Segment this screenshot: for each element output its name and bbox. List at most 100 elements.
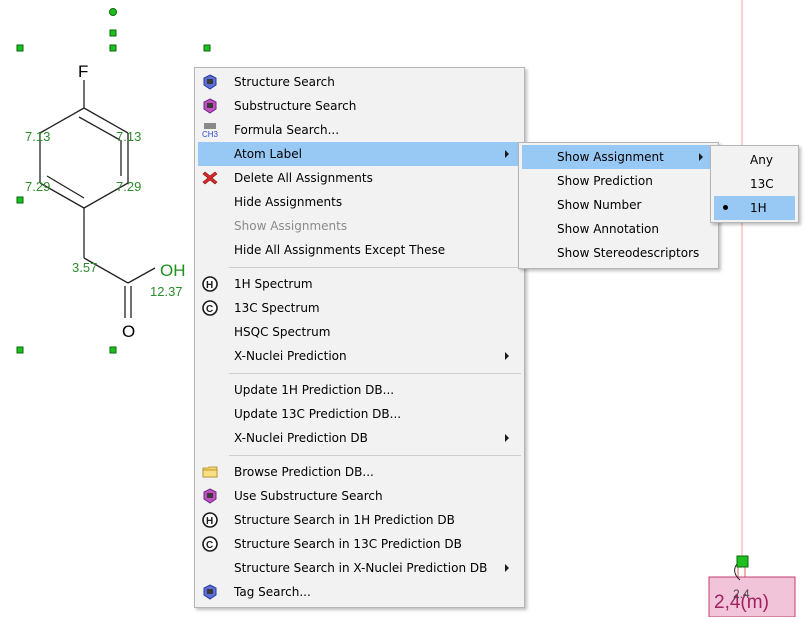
menu-item-browse-prediction-db[interactable]: Browse Prediction DB... [198,460,521,484]
menu-item-hide-all-except[interactable]: Hide All Assignments Except These [198,238,521,262]
svg-text:C: C [206,540,213,551]
menu-item-formula-search[interactable]: CH3 Formula Search... [198,118,521,142]
menu-item-label: Show Assignments [234,219,348,233]
context-menu: Structure Search Substructure Search CH3… [194,67,525,608]
submenu-arrow-icon [505,434,509,442]
c-nucleus-icon: C [202,536,218,552]
bond [78,116,121,141]
delete-assignments-icon [202,171,218,185]
menu-item-label: Structure Search [234,75,335,89]
menu-item-label: 13C [750,177,774,191]
svg-text:C: C [206,304,213,315]
peak-handle[interactable] [736,555,749,568]
menu-item-x-nuclei-prediction[interactable]: X-Nuclei Prediction [198,344,521,368]
menu-item-1h-spectrum[interactable]: H 1H Spectrum [198,272,521,296]
menu-item-label: Structure Search in 1H Prediction DB [234,513,455,527]
menu-separator [229,373,521,374]
menu-item-label: Use Substructure Search [234,489,383,503]
menu-item-update-13c-db[interactable]: Update 13C Prediction DB... [198,402,521,426]
submenu-item-show-number[interactable]: Show Number [522,193,715,217]
menu-item-label: Delete All Assignments [234,171,373,185]
menu-item-label: Show Assignment [557,150,664,164]
peak-label-box[interactable] [708,576,796,617]
submenu-item-any[interactable]: Any [714,148,795,172]
submenu-arrow-icon [505,564,509,572]
menu-item-atom-label[interactable]: Atom Label [198,142,521,166]
submenu-item-1h[interactable]: 1H [714,196,795,220]
bond [39,107,85,134]
radio-bullet-icon [723,205,728,210]
submenu-arrow-icon [505,150,509,158]
menu-item-label: 1H [750,201,767,215]
atom-label-o: O [122,322,135,341]
svg-text:H: H [206,516,213,527]
menu-item-label: Hide All Assignments Except These [234,243,446,257]
bond [83,257,129,284]
menu-item-show-assignments: Show Assignments [198,214,521,238]
menu-item-tag-search[interactable]: Tag Search... [198,580,521,604]
peak-label[interactable]: 2,4(m) [714,592,769,613]
binoculars-structure-icon [203,74,217,90]
show-assignment-submenu: Any 13C 1H [710,145,799,223]
menu-item-update-1h-db[interactable]: Update 1H Prediction DB... [198,378,521,402]
c-nucleus-icon: C [202,300,218,316]
selection-handles[interactable] [16,8,211,354]
formula-search-icon: CH3 [202,123,218,138]
menu-item-label: Structure Search in X-Nuclei Prediction … [234,561,488,575]
menu-item-label: Atom Label [234,147,302,161]
svg-text:H: H [206,280,213,291]
menu-item-label: Show Annotation [557,222,659,236]
menu-item-substructure-search[interactable]: Substructure Search [198,94,521,118]
binoculars-substructure-icon [203,98,217,114]
assignment-label[interactable]: 3.57 [72,260,97,275]
atom-label-submenu: Show Assignment Show Prediction Show Num… [518,142,719,269]
menu-item-label: Update 13C Prediction DB... [234,407,402,421]
menu-item-label: Browse Prediction DB... [234,465,374,479]
bond [83,107,129,134]
assignment-label[interactable]: 7.29 [25,179,50,194]
menu-separator [229,267,521,268]
menu-item-x-nuclei-db[interactable]: X-Nuclei Prediction DB [198,426,521,450]
selection-handle[interactable] [109,346,117,354]
selection-handle[interactable] [203,44,211,52]
menu-item-label: Update 1H Prediction DB... [234,383,395,397]
menu-item-delete-all-assignments[interactable]: Delete All Assignments [198,166,521,190]
menu-item-use-substructure-search[interactable]: Use Substructure Search [198,484,521,508]
submenu-item-13c[interactable]: 13C [714,172,795,196]
menu-item-structure-search[interactable]: Structure Search [198,70,521,94]
rotation-handle[interactable] [109,8,117,16]
assignment-label[interactable]: 7.29 [116,179,141,194]
selection-handle[interactable] [109,44,117,52]
menu-item-13c-spectrum[interactable]: C 13C Spectrum [198,296,521,320]
menu-item-search-13c-db[interactable]: C Structure Search in 13C Prediction DB [198,532,521,556]
submenu-item-show-annotation[interactable]: Show Annotation [522,217,715,241]
assignment-label[interactable]: 7.13 [116,129,141,144]
selection-handle[interactable] [109,29,117,37]
submenu-item-show-stereodescriptors[interactable]: Show Stereodescriptors [522,241,715,265]
submenu-item-show-prediction[interactable]: Show Prediction [522,169,715,193]
menu-item-label: Tag Search... [234,585,311,599]
menu-item-label: X-Nuclei Prediction DB [234,431,368,445]
menu-item-label: 13C Spectrum [234,301,320,315]
molecule-bonds [39,80,156,318]
submenu-item-show-assignment[interactable]: Show Assignment [522,145,715,169]
selection-handle[interactable] [16,196,24,204]
menu-item-hide-assignments[interactable]: Hide Assignments [198,190,521,214]
menu-item-search-1h-db[interactable]: H Structure Search in 1H Prediction DB [198,508,521,532]
assignment-label[interactable]: 7.13 [25,129,50,144]
menu-item-label: X-Nuclei Prediction [234,349,347,363]
selection-handle[interactable] [16,346,24,354]
menu-item-search-x-nuclei-db[interactable]: Structure Search in X-Nuclei Prediction … [198,556,521,580]
selection-handle[interactable] [16,44,24,52]
atom-label-f: F [78,62,88,81]
binoculars-tag-icon [203,584,217,600]
menu-item-label: Show Prediction [557,174,653,188]
menu-item-label: HSQC Spectrum [234,325,331,339]
folder-icon [202,466,218,478]
assignment-label[interactable]: 12.37 [150,284,183,299]
svg-text:CH3: CH3 [202,130,218,138]
menu-item-hsqc-spectrum[interactable]: HSQC Spectrum [198,320,521,344]
menu-item-label: 1H Spectrum [234,277,313,291]
submenu-arrow-icon [505,352,509,360]
